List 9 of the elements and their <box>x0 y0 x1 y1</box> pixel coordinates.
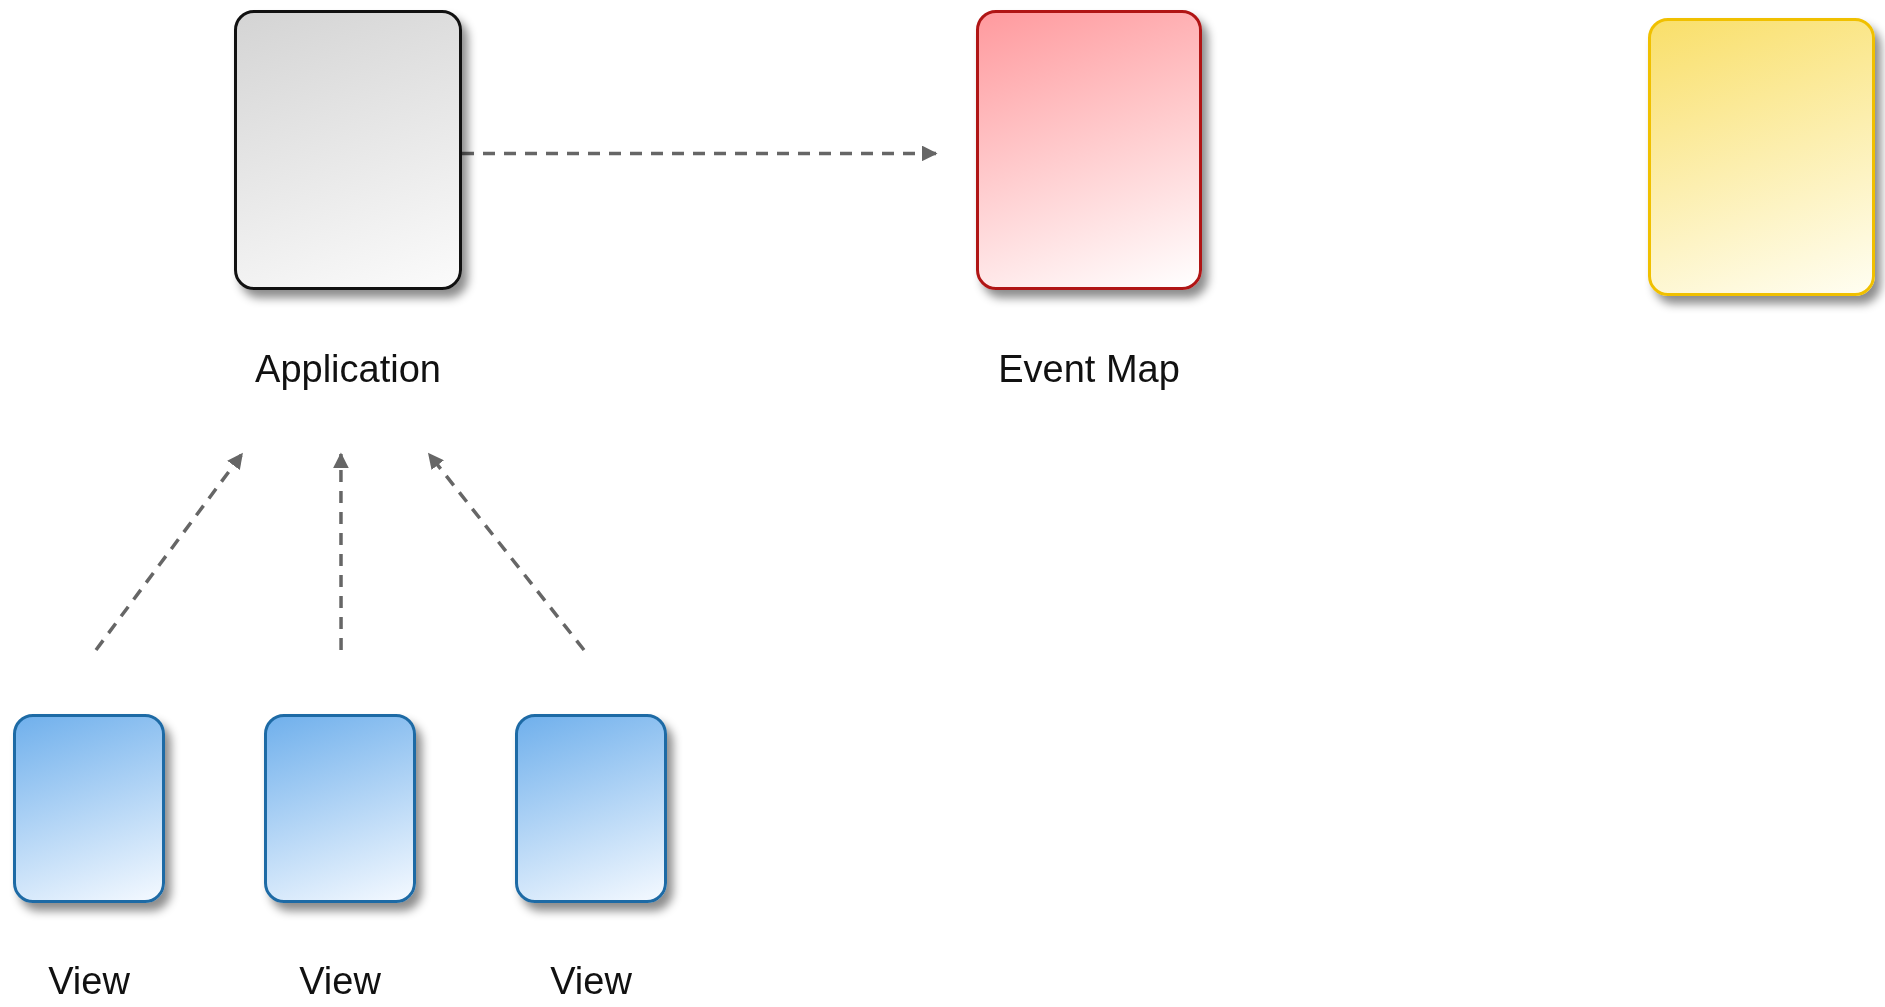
node-label: Application <box>255 348 441 391</box>
node-label: View <box>550 960 632 1003</box>
node-label: Event Map <box>998 348 1180 391</box>
dashed-arrow <box>462 145 938 162</box>
dashed-arrow <box>333 452 349 650</box>
dashed-arrow <box>94 452 244 652</box>
node-label: View <box>48 960 130 1003</box>
node-label: View <box>299 960 381 1003</box>
dashed-arrow <box>427 452 586 652</box>
